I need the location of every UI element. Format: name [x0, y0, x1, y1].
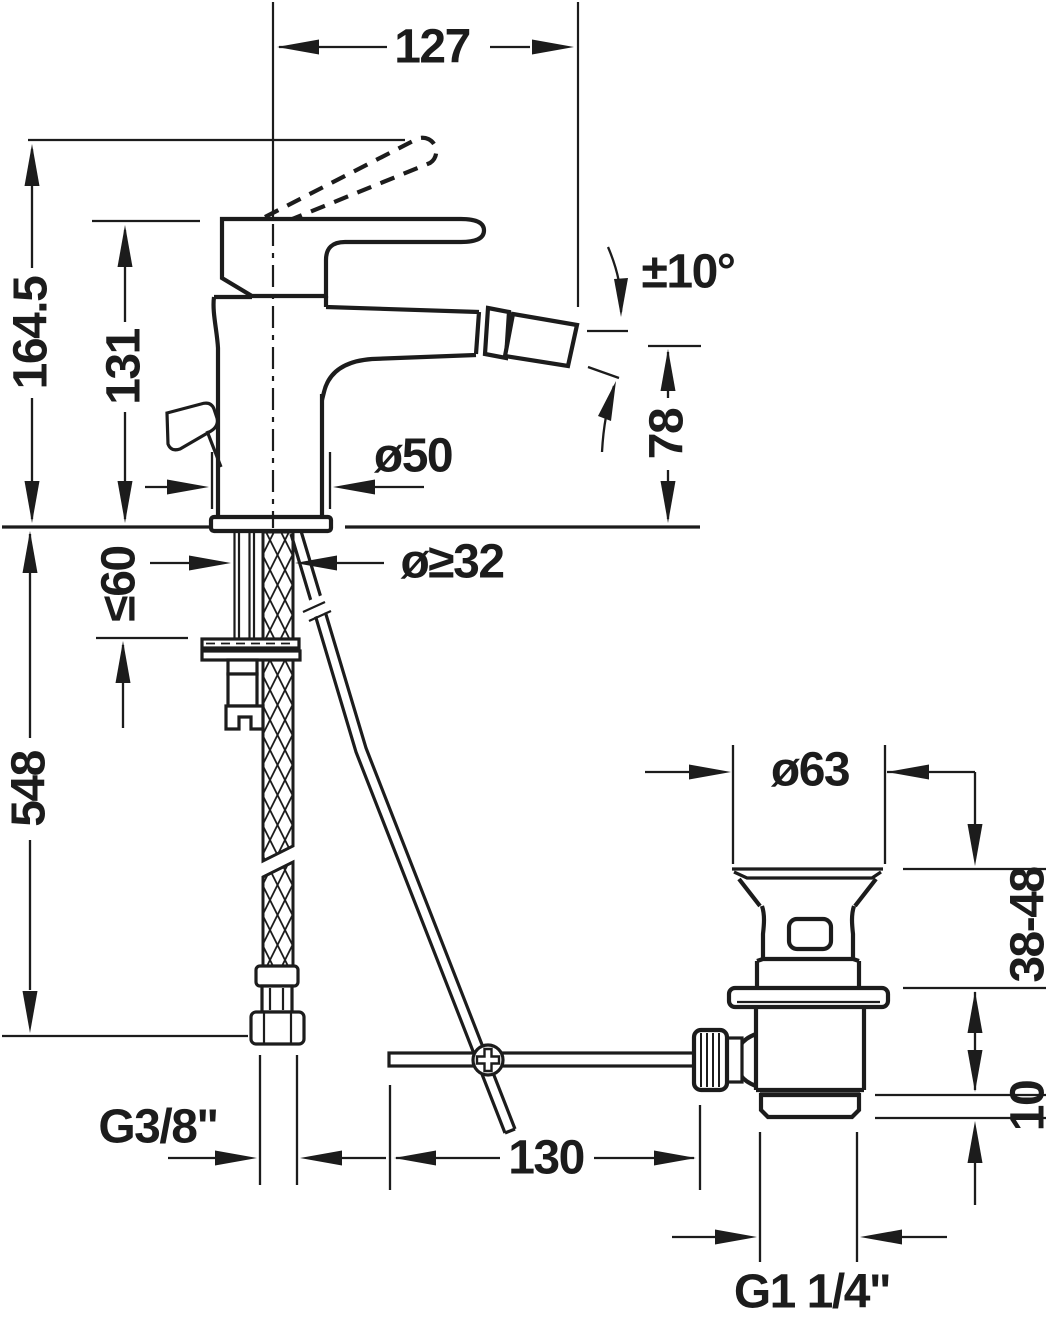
dim-label-hose-length: 548: [3, 750, 56, 826]
dim-mounting-hole: ø≥32: [150, 536, 505, 589]
hose-ferrule: [254, 964, 300, 988]
dim-waste-depth: 38-48: [903, 772, 1055, 1090]
hose-upper-segment: [261, 530, 295, 864]
dim-label-total-height: 164.5: [5, 276, 58, 389]
dim-body-height: 131: [92, 219, 200, 523]
mounting-nut: [224, 704, 265, 731]
dim-waste-step: 10: [875, 1050, 1055, 1205]
dim-label-deck-thickness: ≤60: [93, 546, 146, 621]
dim-deck-thickness: ≤60: [93, 546, 188, 728]
dim-label-base-diameter: ø50: [374, 430, 452, 483]
dim-label-waste-diameter: ø63: [771, 744, 849, 797]
hose-connector: [260, 984, 294, 1014]
dim-waste-thread: G1 1/4": [672, 1132, 947, 1319]
waste-assembly: [691, 867, 891, 1120]
waste-flange-lip: [733, 870, 882, 880]
handle-raised-dashed: [264, 135, 439, 222]
dim-base-diameter: ø50: [145, 430, 454, 509]
dim-total-height: 164.5: [5, 138, 405, 523]
waste-band: [754, 956, 862, 988]
pop-up-linkage: [289, 530, 702, 1135]
dim-label-supply-thread: G3/8": [98, 1101, 217, 1154]
pop-up-knob: [165, 401, 219, 452]
dim-label-waste-thread: G1 1/4": [734, 1266, 890, 1319]
dim-label-outlet-height: 78: [641, 408, 694, 459]
dim-label-body-height: 131: [98, 328, 151, 404]
rod-break-marks: [302, 600, 332, 623]
waste-lower-body: [753, 1007, 867, 1090]
waste-slot: [786, 916, 834, 952]
pull-rod-edge: [299, 530, 517, 1130]
spout: [319, 296, 482, 401]
dim-label-spout-reach: 127: [394, 21, 470, 74]
waste-tailpiece: [758, 1092, 862, 1120]
waste-locknut: [726, 985, 891, 1010]
mounting-studs: [233, 531, 256, 639]
hose-nut: [249, 1010, 306, 1046]
dim-outlet-height: 78: [641, 344, 701, 523]
dim-supply-thread: G3/8": [98, 1055, 386, 1185]
aerator-tip: [502, 311, 580, 369]
dim-waste-diameter: ø63: [645, 744, 975, 864]
supply-hose: [249, 530, 306, 1046]
mounting-sleeve: [226, 672, 259, 708]
dim-rod-length: 130: [388, 1085, 702, 1190]
dim-label-rod-length: 130: [508, 1132, 584, 1185]
knurl-lines: [700, 1033, 720, 1087]
dim-label-waste-step: 10: [1002, 1081, 1055, 1131]
dim-aerator-swivel: ±10°: [587, 246, 736, 453]
waste-funnel: [737, 877, 878, 908]
base-flange: [208, 514, 334, 534]
dim-label-aerator-swivel: ±10°: [642, 246, 735, 299]
handle-lever: [219, 216, 487, 299]
faucet-body: [165, 135, 580, 534]
dim-spout-reach: 127: [271, 2, 580, 307]
waste-upper-body: [759, 905, 857, 959]
rod-joint-screw: [471, 1043, 505, 1077]
dim-hose-length: 548: [2, 531, 248, 1038]
mounting-hardware: [200, 531, 302, 731]
waste-knurled-knob: [691, 1027, 730, 1093]
mounting-sleeve: [226, 658, 259, 676]
horizontal-rod: [387, 1051, 702, 1068]
dim-label-mounting-hole: ø≥32: [400, 536, 503, 589]
mounting-washer: [200, 637, 301, 650]
hose-lower-segment: [261, 859, 295, 968]
phillips-screw-icon: [475, 1047, 501, 1073]
dim-label-waste-depth: 38-48: [1002, 867, 1055, 983]
body-left-edge: [211, 296, 221, 517]
